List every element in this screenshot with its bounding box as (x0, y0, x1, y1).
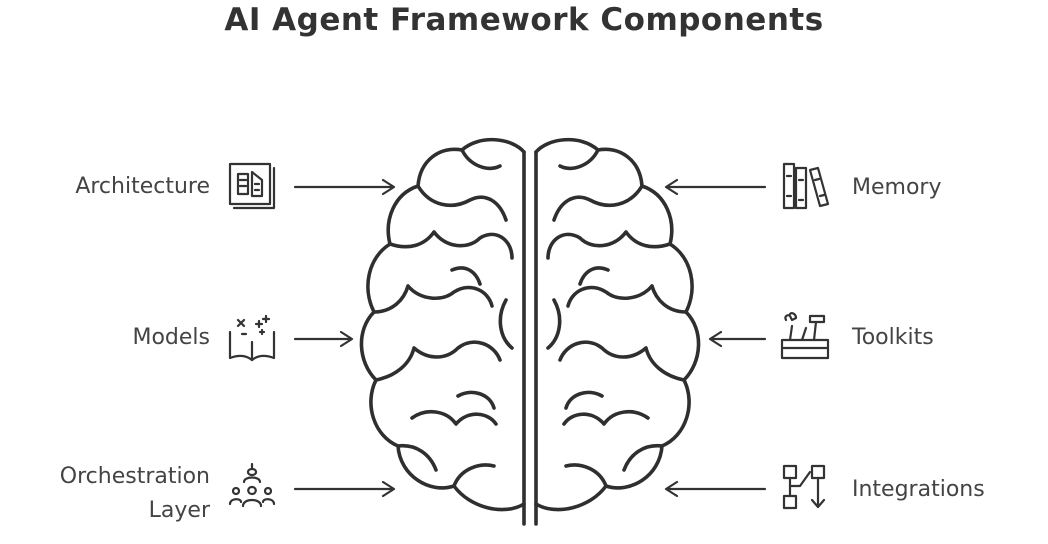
label-toolkits: Toolkits (852, 325, 934, 350)
label-architecture: Architecture (75, 174, 210, 199)
arrow-toolkits (708, 330, 767, 348)
label-integrations: Integrations (852, 477, 985, 502)
arrow-orchestration (293, 480, 396, 498)
open-book-math-icon (228, 314, 276, 362)
arrow-architecture (293, 178, 396, 196)
blueprint-icon (228, 162, 276, 210)
arrow-models (293, 330, 354, 348)
label-orchestration-layer: Orchestration Layer (10, 460, 210, 528)
diagram-title: AI Agent Framework Components (224, 2, 824, 38)
toolbox-icon (780, 312, 830, 360)
label-orchestration-line1: Orchestration (59, 464, 210, 489)
flow-nodes-icon (782, 464, 826, 510)
label-models: Models (132, 325, 210, 350)
arrow-integrations (664, 480, 767, 498)
brain-icon (359, 137, 701, 526)
arrow-memory (664, 178, 767, 196)
label-memory: Memory (852, 175, 942, 200)
books-icon (782, 162, 830, 210)
team-hierarchy-icon (228, 462, 276, 508)
label-orchestration-line2: Layer (148, 498, 210, 523)
